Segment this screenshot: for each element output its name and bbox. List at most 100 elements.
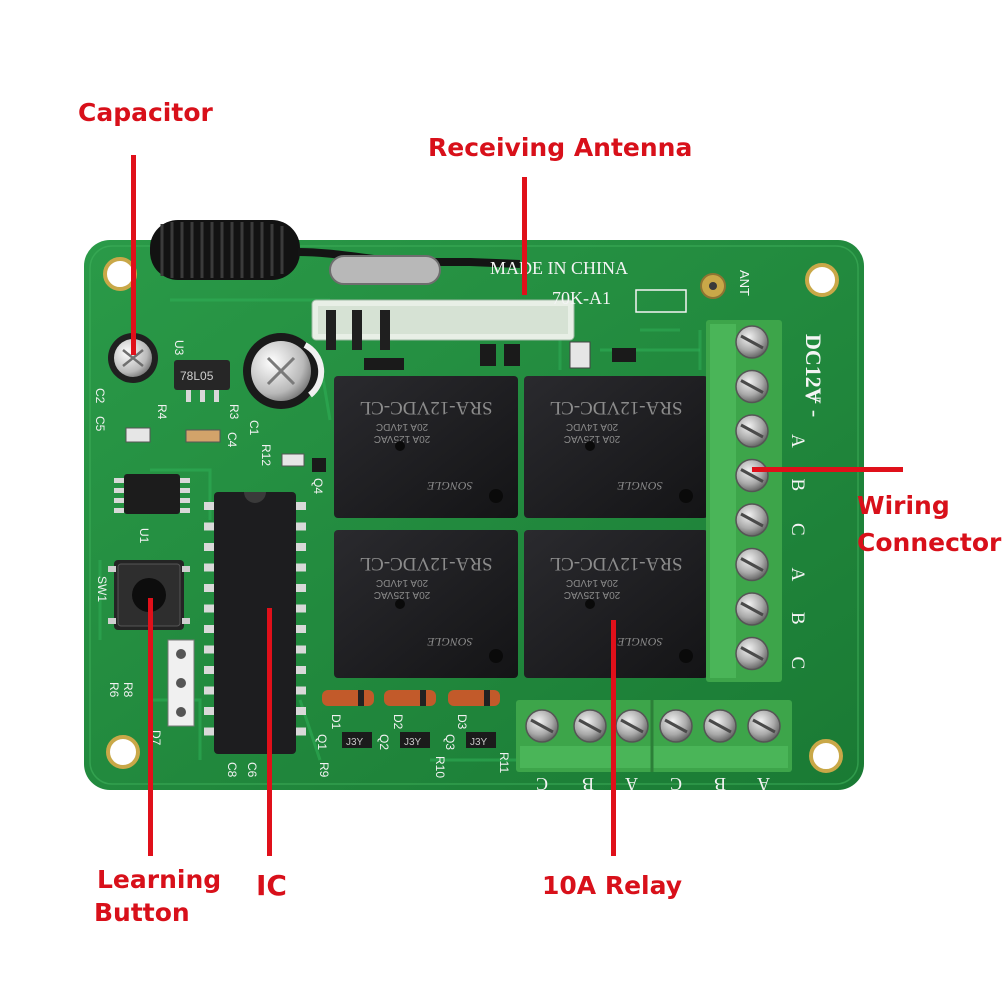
ant-label: ANT <box>737 270 752 296</box>
relay-4-brand: SONGLE <box>617 635 663 649</box>
silk-c6: C6 <box>245 762 259 778</box>
bottom-terminal-block <box>516 700 792 772</box>
screw-slot <box>740 468 764 483</box>
silk-c4: C4 <box>225 432 239 448</box>
ic-pin <box>296 543 306 551</box>
silk-q2: Q2 <box>377 734 391 750</box>
relay-2-spec-a: 20A 14VDC <box>566 421 618 432</box>
relay-2-spec-b: 20A 125VAC <box>564 433 621 444</box>
module-code-label: 70K-A1 <box>552 288 611 308</box>
relay-2-model: SRA-12VDC-CL <box>549 397 682 418</box>
ic-pins <box>204 502 306 736</box>
rf-receiver-module <box>311 299 575 350</box>
learning-label-line1: Learning <box>97 865 222 894</box>
ic-label: IC <box>256 869 287 902</box>
silk-sw1: SW1 <box>95 576 109 602</box>
silk-r9: R9 <box>317 762 331 778</box>
decoder-ic <box>204 492 306 754</box>
side-terminal-block <box>706 320 782 682</box>
wiring-pointer-line <box>752 467 903 472</box>
learning-label-line2: Button <box>94 898 190 927</box>
relay-2 <box>524 376 708 518</box>
capacitor-c2 <box>108 333 158 383</box>
bottom-terminal-letter: B <box>582 774 594 794</box>
silk-r11: R11 <box>497 752 511 773</box>
ic-pin <box>204 727 214 736</box>
side-terminal-letter: A <box>787 434 808 448</box>
ic-pin <box>204 522 214 531</box>
power-label: DC12V <box>801 334 826 404</box>
relay-3 <box>334 530 518 678</box>
chip-mark-1: J3Y <box>346 737 364 748</box>
ic-pin <box>296 707 306 715</box>
learning-pointer-line <box>148 598 153 856</box>
made-in-label: MADE IN CHINA <box>490 258 628 278</box>
ic-pin <box>204 604 214 613</box>
ic-pin <box>296 625 306 633</box>
wiring-label-line2: Connector <box>857 528 1002 557</box>
relay-1-spec-a: 20A 14VDC <box>376 421 428 432</box>
regulator-label: 78L05 <box>180 369 214 383</box>
silk-r10: R10 <box>433 756 447 778</box>
antenna-pad-hole <box>709 282 717 290</box>
ic-pin <box>296 645 306 654</box>
antenna-pointer-line <box>522 177 527 295</box>
silk-c2: C2 <box>93 388 107 404</box>
voltage-regulator <box>174 360 230 390</box>
relay-pointer-line <box>611 620 616 856</box>
bottom-terminal-screws <box>525 709 781 743</box>
ic-pin <box>204 645 214 654</box>
silk-q4: Q4 <box>311 478 325 494</box>
ic-pin <box>296 604 306 613</box>
plus-minus-label: + - <box>803 392 828 417</box>
capacitor-pointer-line <box>131 155 136 355</box>
ic-pin <box>204 686 214 695</box>
relay-1-brand: SONGLE <box>427 479 473 493</box>
ic-pin <box>296 563 306 572</box>
screw-slot <box>578 718 602 734</box>
relay-4-model: SRA-12VDC-CL <box>549 553 682 574</box>
relay-3-spec-b: 20A 125VAC <box>374 589 431 600</box>
relay-label: 10A Relay <box>542 871 683 900</box>
silk-r6: R6 <box>107 682 121 698</box>
screw-slot <box>740 646 764 661</box>
ic-pin <box>204 563 214 572</box>
relay-1 <box>334 376 518 518</box>
side-terminal-letter: C <box>787 657 808 670</box>
ic-pin <box>296 727 306 736</box>
ic-pointer-line <box>267 608 272 856</box>
capacitor-label: Capacitor <box>78 98 213 127</box>
silk-r3: R3 <box>227 404 241 420</box>
side-terminal-letter: B <box>787 612 808 625</box>
relay-2-brand: SONGLE <box>617 479 663 493</box>
smd-components <box>125 341 636 472</box>
ic-pin <box>204 543 214 551</box>
screw-slot <box>740 423 764 439</box>
silk-d3: D3 <box>455 714 469 730</box>
crystal <box>329 255 441 285</box>
ic-pin <box>204 502 214 510</box>
screw-slot <box>740 512 764 528</box>
bottom-terminal-letter: C <box>536 774 548 794</box>
bottom-terminal-letter: C <box>670 774 682 794</box>
side-terminal-screws <box>735 325 769 671</box>
chip-mark-3: J3Y <box>470 737 488 748</box>
screw-slot <box>740 601 764 617</box>
silk-r8: R8 <box>121 682 135 698</box>
relay-marks <box>395 441 693 663</box>
ic-pin <box>204 584 214 592</box>
screw-slot <box>752 718 776 734</box>
ic-pin <box>204 707 214 715</box>
ic-pin <box>296 502 306 510</box>
relay-1-model: SRA-12VDC-CL <box>359 397 492 418</box>
silk-u1: U1 <box>137 528 151 544</box>
wiring-label-line1: Wiring <box>857 491 950 520</box>
module-code-box <box>635 289 687 313</box>
capacitor-c1 <box>243 333 325 409</box>
chip-mark-2: J3Y <box>404 737 422 748</box>
silk-q3: Q3 <box>443 734 457 750</box>
eeprom-chip <box>114 474 190 514</box>
bottom-terminal-letter: B <box>714 774 726 794</box>
side-terminal-letter: B <box>787 479 808 492</box>
